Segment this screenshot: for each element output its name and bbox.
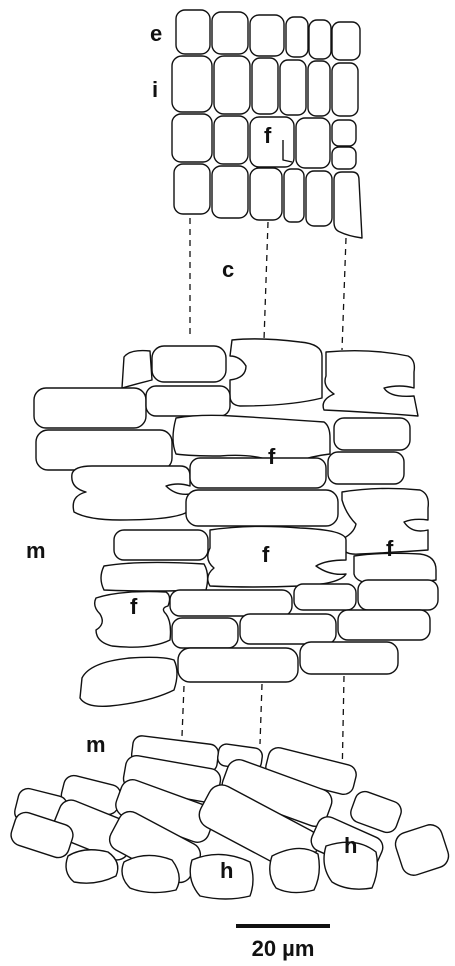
cell — [175, 9, 211, 55]
dashed-guide — [341, 237, 347, 351]
label-f: f — [262, 542, 270, 567]
cell — [151, 345, 227, 383]
cell — [65, 849, 119, 884]
cell — [213, 55, 251, 115]
dashed-guide — [259, 683, 263, 745]
label-m-lower: m — [86, 732, 106, 757]
cell — [185, 489, 339, 527]
cell — [322, 349, 419, 417]
label-h: h — [220, 858, 233, 883]
cell — [211, 11, 249, 55]
cell — [79, 656, 178, 708]
cell — [211, 165, 249, 219]
cell — [269, 847, 321, 894]
cell — [171, 113, 213, 163]
dashed-guide — [181, 685, 185, 737]
cell — [308, 19, 332, 60]
cell — [173, 163, 211, 215]
cell — [295, 117, 331, 169]
cell — [307, 60, 331, 117]
cell — [293, 583, 357, 611]
cell — [339, 487, 430, 555]
label-i: i — [152, 77, 158, 102]
cell — [327, 451, 405, 485]
cell — [93, 590, 172, 648]
label-m-middle: m — [26, 538, 46, 563]
cell — [189, 853, 254, 900]
cell — [251, 57, 279, 115]
label-f: f — [264, 123, 272, 148]
cell — [249, 14, 285, 57]
dashed-guide — [263, 221, 269, 341]
cell — [331, 62, 359, 117]
cell — [333, 171, 363, 239]
cell — [121, 854, 180, 894]
cell — [189, 457, 327, 489]
cell — [331, 146, 357, 170]
cell — [333, 417, 411, 451]
cell — [121, 349, 153, 389]
cell — [33, 387, 147, 429]
cell — [113, 529, 209, 561]
scale-bar: 20 µm — [236, 924, 330, 961]
labels: e i f c f m f f f m h h — [26, 21, 394, 883]
cell — [71, 465, 191, 521]
cell — [229, 338, 323, 407]
scale-bar-label: 20 µm — [252, 936, 315, 961]
cell — [213, 115, 249, 165]
label-f: f — [386, 536, 394, 561]
correspondence-lines-upper — [189, 218, 347, 351]
label-e: e — [150, 21, 162, 46]
cell — [100, 561, 209, 592]
cell — [249, 167, 283, 221]
cell — [337, 609, 431, 641]
label-f: f — [268, 444, 276, 469]
cell — [357, 579, 439, 611]
cell — [10, 811, 74, 859]
cell — [279, 59, 307, 116]
cell — [145, 385, 231, 417]
cell — [305, 170, 333, 227]
cell — [299, 641, 399, 675]
top-cell-group — [171, 9, 363, 239]
cell — [239, 613, 337, 645]
cell — [323, 841, 379, 890]
cell — [350, 790, 402, 834]
cell — [35, 429, 173, 471]
cell — [331, 21, 361, 61]
cell — [331, 119, 357, 147]
middle-cell-group — [33, 338, 439, 708]
cell — [171, 617, 239, 649]
cell — [169, 589, 293, 617]
cell — [394, 824, 450, 876]
cell — [207, 525, 347, 588]
cell — [285, 16, 309, 58]
cell — [177, 647, 299, 683]
label-c: c — [222, 257, 234, 282]
cell-wall-fragment — [282, 140, 293, 163]
cell — [172, 414, 331, 463]
label-h: h — [344, 833, 357, 858]
label-f: f — [130, 594, 138, 619]
cell — [171, 55, 213, 113]
lower-cell-group — [10, 735, 450, 900]
cell — [283, 168, 305, 223]
